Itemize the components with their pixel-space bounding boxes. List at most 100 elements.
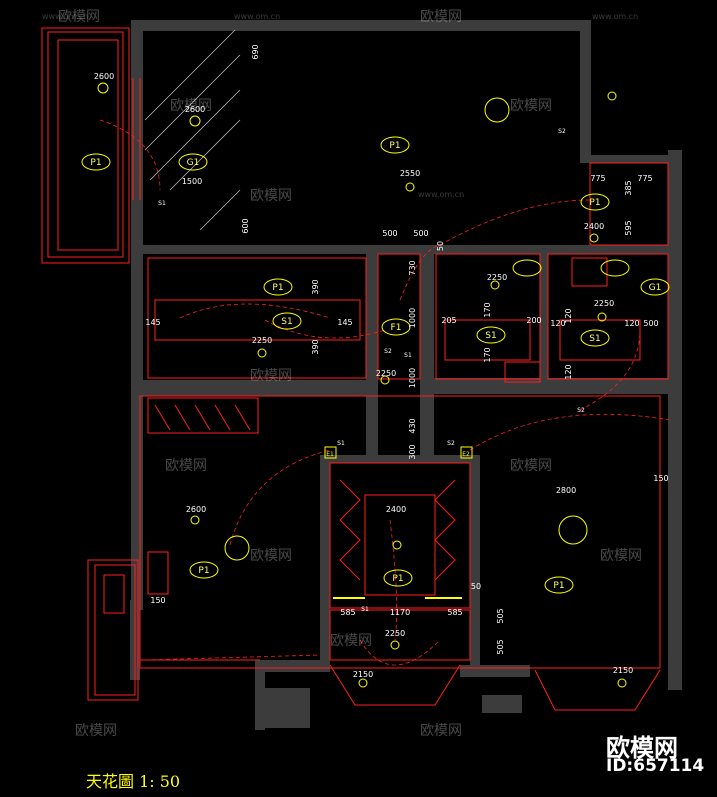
hatching (144, 29, 241, 231)
height-2600-c: 2600 (186, 505, 206, 514)
dim-595: 595 (624, 220, 633, 235)
label-p1-master: P1 (553, 581, 564, 591)
watermark: 欧模网 (250, 368, 292, 384)
dim-50: 50 (436, 241, 445, 251)
label-p1-closet: P1 (392, 574, 403, 584)
watermark-url: www.om.cn (234, 12, 281, 21)
wiring (99, 119, 671, 666)
label-s1-kitchen: S1 (281, 317, 292, 327)
label-s1-bath: S1 (485, 331, 496, 341)
watermark-url: www.om.cn (592, 12, 639, 21)
watermark-url: www.om.cn (418, 190, 465, 199)
watermark: 欧模网 (250, 548, 292, 564)
height-2250-e: 2250 (385, 629, 405, 638)
watermark: 欧模网 (330, 633, 372, 649)
watermark: 欧模网 (170, 98, 212, 114)
dim-150-b: 150 (150, 596, 165, 605)
watermark-url: www.om.cn (42, 12, 89, 21)
watermark: 欧模网 (250, 188, 292, 204)
dim-505-a: 505 (496, 608, 505, 623)
height-2400-b: 2400 (386, 505, 406, 514)
watermark: 欧模网 (510, 98, 552, 114)
height-2250-c: 2250 (252, 336, 272, 345)
height-2250-a: 2250 (487, 273, 507, 282)
height-2150-b: 2150 (613, 666, 633, 675)
ceiling-heights: 2600 2600 2550 2400 2250 2250 2250 2250 … (94, 72, 633, 679)
label-p1-balcony: P1 (90, 158, 101, 168)
drawing-caption: 天花圖 1: 50 (86, 772, 181, 791)
watermark: 欧模网 (75, 723, 117, 739)
dim-390-a: 390 (311, 279, 320, 294)
dim-300: 300 (408, 444, 417, 459)
watermark: 欧模网 (510, 458, 552, 474)
brand-id: ID:657114 (606, 756, 705, 776)
dim-500-a: 500 (382, 229, 397, 238)
dim-1000-b: 1000 (408, 368, 417, 388)
label-p1-kitchen: P1 (272, 283, 283, 293)
dim-730: 730 (408, 260, 417, 275)
dim-1170: 1170 (390, 608, 410, 617)
switch-s1-c: S1 (361, 606, 369, 613)
label-ellipses (81, 136, 670, 594)
watermark: 欧模网 (420, 9, 462, 25)
height-2400-a: 2400 (584, 222, 604, 231)
dim-690: 690 (251, 44, 260, 59)
dim-205: 205 (441, 316, 456, 325)
dim-500-c: 500 (643, 319, 658, 328)
dim-50-b: 50 (471, 582, 481, 591)
label-s1-bath2: S1 (589, 334, 600, 344)
watermark: 欧模网 (420, 723, 462, 739)
socket-e2: E2 (462, 451, 470, 458)
height-2550: 2550 (400, 169, 420, 178)
dim-150-a: 150 (653, 474, 668, 483)
label-p1-living: P1 (389, 141, 400, 151)
switch-labels: S2 S2 S1 S1 S1 S2 S2 S1 (158, 128, 585, 613)
walls (130, 20, 682, 730)
switch-s1-d: S1 (404, 352, 412, 359)
dim-145-b: 145 (337, 318, 352, 327)
dim-145-a: 145 (145, 318, 160, 327)
brand-logo: 欧模网 (606, 734, 678, 762)
switch-s2-a: S2 (558, 128, 566, 135)
dim-585-b: 585 (447, 608, 462, 617)
dim-430: 430 (408, 418, 417, 433)
ceiling-outlines (41, 27, 669, 711)
dim-170-b: 170 (483, 347, 492, 362)
label-g1-study: G1 (187, 158, 200, 168)
height-2600-a: 2600 (94, 72, 114, 81)
dim-120-d: 120 (564, 364, 573, 379)
dim-585-a: 585 (340, 608, 355, 617)
dim-170-a: 170 (483, 302, 492, 317)
dim-775-b: 775 (637, 174, 652, 183)
dimensions: 690 1500 600 775 775 385 595 500 500 50 … (145, 44, 668, 654)
socket-e1: E1 (326, 451, 334, 458)
label-p1-bedroom: P1 (198, 566, 209, 576)
dim-120-b: 120 (550, 319, 565, 328)
dim-200: 200 (526, 316, 541, 325)
dim-385: 385 (624, 180, 633, 195)
label-f1-hall: F1 (391, 323, 402, 333)
light-fixtures (97, 82, 627, 688)
dim-500-b: 500 (413, 229, 428, 238)
wardrobes (154, 404, 456, 581)
dim-775-a: 775 (590, 174, 605, 183)
dim-390-b: 390 (311, 339, 320, 354)
room-labels: P1 G1 P1 P1 P1 G1 F1 S1 S1 S1 P1 P1 P1 (90, 141, 661, 591)
dim-120-c: 120 (624, 319, 639, 328)
height-2250-b: 2250 (594, 299, 614, 308)
dim-600: 600 (241, 218, 250, 233)
switch-s2-d: S2 (577, 407, 585, 414)
label-p1-corner: P1 (589, 198, 600, 208)
label-g1-bath: G1 (649, 283, 662, 293)
dim-120-a: 120 (564, 308, 573, 323)
watermark: 欧模网 (600, 548, 642, 564)
height-2150-a: 2150 (353, 670, 373, 679)
dim-505-b: 505 (496, 639, 505, 654)
switch-s1-b: S1 (337, 440, 345, 447)
switch-s1-a: S1 (158, 200, 166, 207)
switch-s2-b: S2 (384, 348, 392, 355)
height-2600-b: 2600 (185, 105, 205, 114)
dim-1500: 1500 (182, 177, 202, 186)
socket-tags: E1 E2 (324, 446, 473, 459)
